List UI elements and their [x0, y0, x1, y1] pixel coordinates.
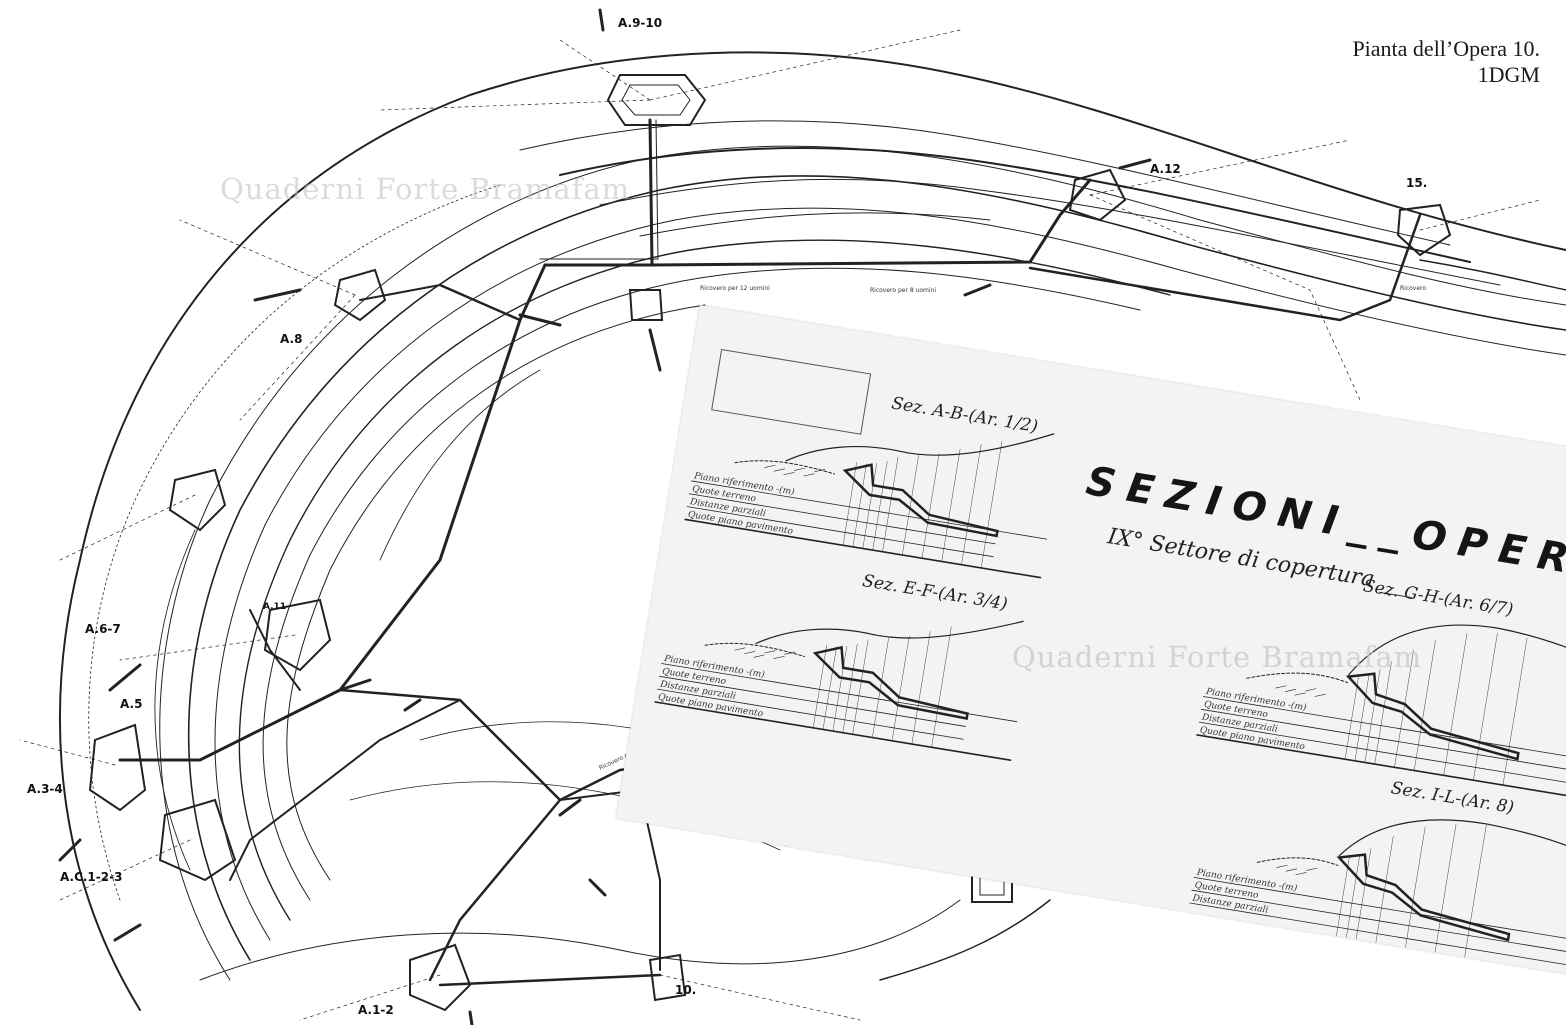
plan-label-10: 10.	[675, 983, 697, 997]
sections-drawing	[654, 433, 1566, 969]
svg-text:Ricovero: Ricovero	[1400, 285, 1426, 292]
watermark-top: Quaderni Forte Bramafam	[220, 172, 631, 206]
plan-label-a910: A.9-10	[618, 16, 663, 30]
plan-label-a11: A.11	[263, 602, 287, 612]
plan-label-15: 15.	[1406, 176, 1428, 190]
caption: Pianta dell’Opera 10. 1DGM	[1352, 36, 1540, 88]
plan-label-ac123: A.C.1-2-3	[60, 870, 123, 884]
plan-label-a12: A.12	[1150, 162, 1181, 176]
sections-sheet: SEZIONI__OPERA GROSSA IX° Settore di cop…	[615, 305, 1566, 977]
plan-label-a8: A.8	[280, 332, 303, 346]
svg-text:Ricovero per 12 uomini: Ricovero per 12 uomini	[700, 285, 770, 292]
plan-label-a34: A.3-4	[27, 782, 63, 796]
watermark-sheet: Quaderni Forte Bramafam	[1012, 640, 1423, 674]
caption-line-1: Pianta dell’Opera 10.	[1352, 36, 1540, 61]
plan-label-a12-bottom: A.1-2	[358, 1003, 394, 1017]
plan-label-a67: A.6-7	[85, 622, 121, 636]
svg-text:Ricovero per 8 uomini: Ricovero per 8 uomini	[870, 287, 936, 294]
caption-line-2: 1DGM	[1477, 62, 1540, 87]
plan-label-a5: A.5	[120, 697, 143, 711]
